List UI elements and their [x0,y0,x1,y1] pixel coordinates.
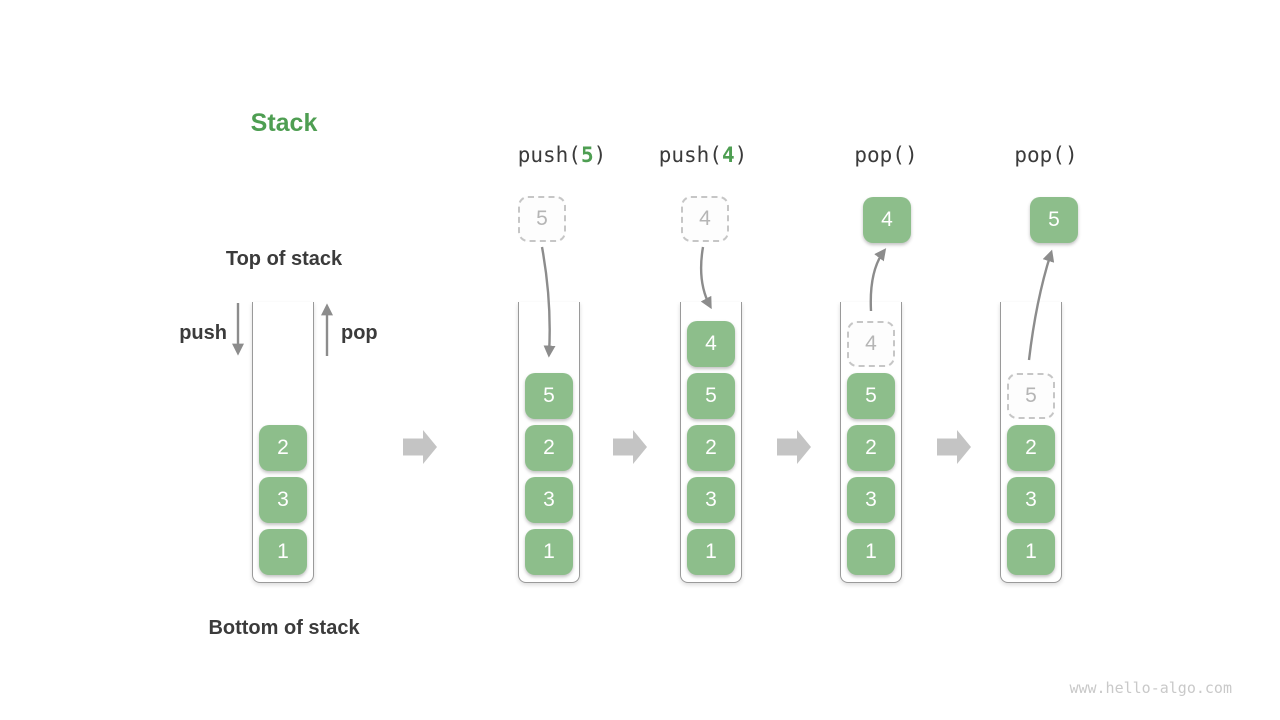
stack-cell: 2 [687,425,735,471]
stack-cell: 5 [525,373,573,419]
stack-cell: 1 [687,529,735,575]
op-text: ) [1064,143,1078,167]
op-text: ) [734,143,748,167]
op-label-pop-1: pop() [806,143,966,167]
stack-cell: 4 [687,321,735,367]
top-of-stack-label: Top of stack [225,248,343,270]
op-label-push-5: push(5) [482,143,642,167]
floating-popped-cell: 4 [863,197,911,243]
stack-cell: 3 [847,477,895,523]
stack-cell: 1 [1007,529,1055,575]
op-label-push-4: push(4) [623,143,783,167]
transition-arrow [403,430,437,464]
op-text: ) [593,143,607,167]
pop-label: pop [341,322,378,344]
ghost-cell: 4 [847,321,895,367]
stack-cell: 2 [1007,425,1055,471]
stack-cell: 5 [847,373,895,419]
op-label-pop-2: pop() [966,143,1126,167]
op-text: push( [517,143,581,167]
op-text: ) [904,143,918,167]
transition-arrow [613,430,647,464]
stack-cell: 1 [259,529,307,575]
push-label: push [179,322,227,344]
stack-cell: 3 [1007,477,1055,523]
bottom-of-stack-label: Bottom of stack [208,617,360,639]
floating-ghost-cell: 5 [518,196,566,242]
op-text: pop( [854,143,905,167]
transition-arrow [937,430,971,464]
push-4-arrow [699,246,712,310]
transition-arrow [777,430,811,464]
ghost-cell: 5 [1007,373,1055,419]
op-text: push( [658,143,722,167]
op-text: pop( [1014,143,1065,167]
stack-cell: 2 [525,425,573,471]
stack-cell: 1 [525,529,573,575]
stack-cell: 5 [687,373,735,419]
op-arg: 4 [721,143,735,167]
stack-cell: 3 [687,477,735,523]
op-arg: 5 [580,143,594,167]
watermark: www.hello-algo.com [1069,679,1232,697]
diagram-title: Stack [250,109,318,137]
stack-cell: 2 [847,425,895,471]
stack-cell: 2 [259,425,307,471]
floating-ghost-cell: 4 [681,196,729,242]
stack-cell: 1 [847,529,895,575]
stack-cell: 3 [525,477,573,523]
stack-cell: 3 [259,477,307,523]
floating-popped-cell: 5 [1030,197,1078,243]
